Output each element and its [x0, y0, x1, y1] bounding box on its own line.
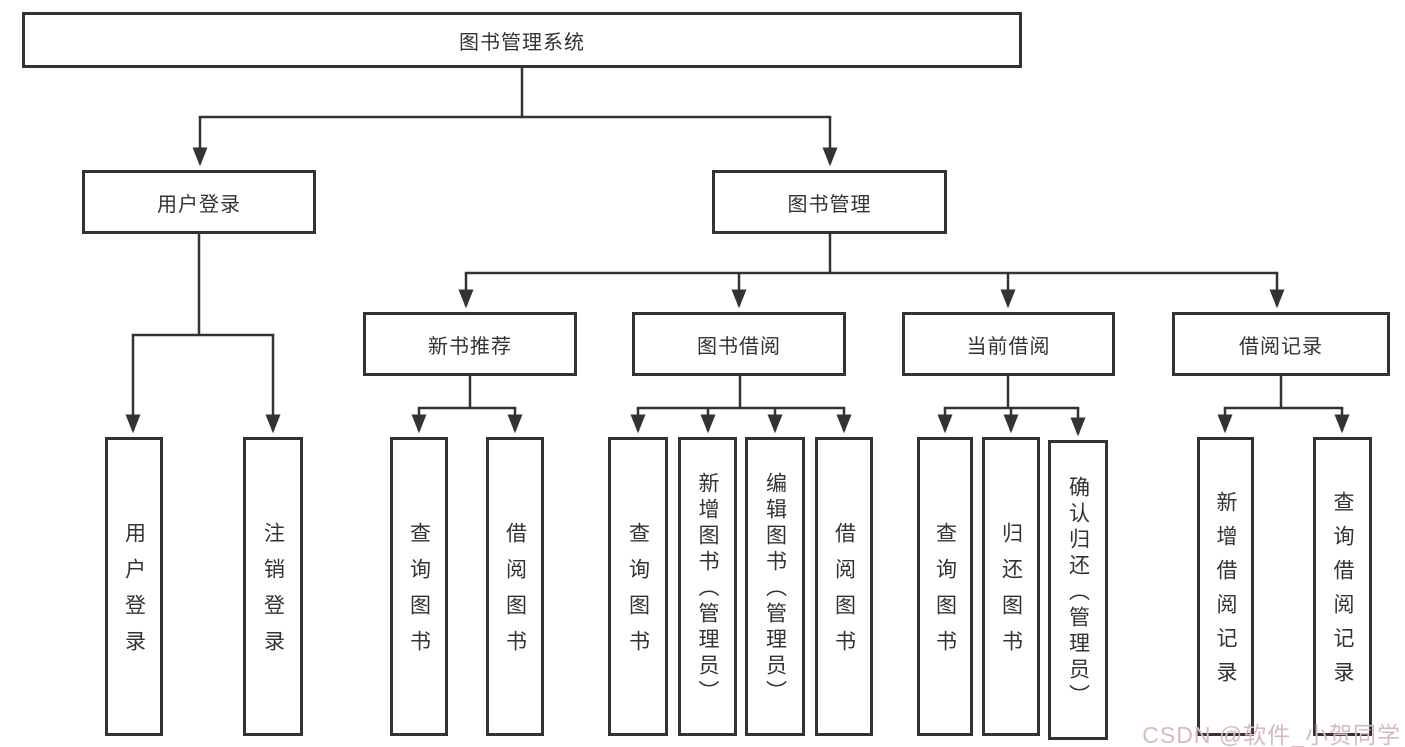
node-add-borrow-record: 新增借阅记录 — [1197, 437, 1254, 736]
node-user-login-leaf: 用户登录 — [105, 437, 163, 736]
node-query-books-current: 查询图书 — [917, 437, 973, 736]
node-book-management: 图书管理 — [712, 170, 947, 234]
node-confirm-return-admin: 确认归还（管理员） — [1048, 440, 1108, 740]
node-current-borrowing: 当前借阅 — [902, 312, 1115, 376]
node-borrowing-records: 借阅记录 — [1172, 312, 1390, 376]
node-logout-leaf: 注销登录 — [243, 437, 303, 736]
node-borrow-books-leaf: 借阅图书 — [815, 437, 873, 736]
node-borrow-books-recommend: 借阅图书 — [486, 437, 544, 736]
node-book-borrowing: 图书借阅 — [632, 312, 846, 376]
node-return-books: 归还图书 — [982, 437, 1040, 736]
node-new-book-recommend: 新书推荐 — [363, 312, 577, 376]
node-query-books-borrow: 查询图书 — [608, 437, 668, 736]
node-add-books-admin: 新增图书（管理员） — [678, 437, 737, 736]
node-query-borrow-record: 查询借阅记录 — [1313, 437, 1372, 736]
node-user-login-group: 用户登录 — [82, 170, 316, 234]
node-edit-books-admin: 编辑图书（管理员） — [745, 437, 805, 736]
csdn-watermark: CSDN @软件_小贺同学 — [1142, 722, 1401, 747]
node-library-management-system: 图书管理系统 — [22, 12, 1022, 68]
node-query-books-recommend: 查询图书 — [390, 437, 448, 736]
